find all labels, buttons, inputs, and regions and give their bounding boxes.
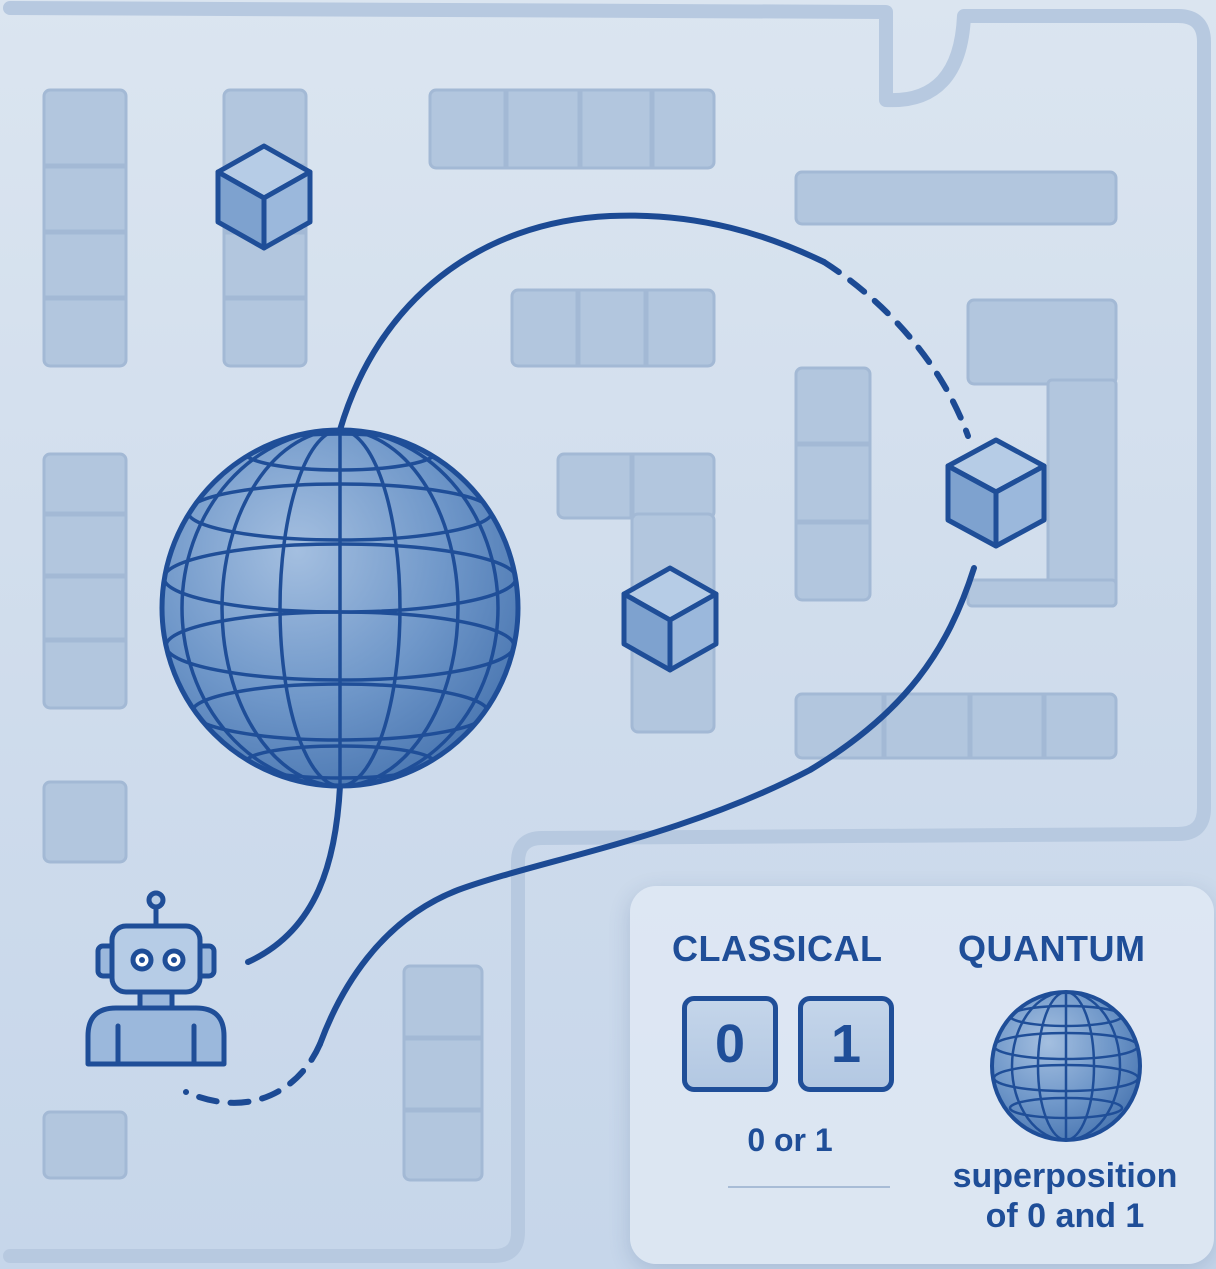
legend-divider	[728, 1186, 890, 1188]
path-dashed-to-robot	[183, 1041, 323, 1106]
path-cube-to-robot	[317, 565, 977, 1047]
maze-block-dividers	[44, 90, 1047, 1113]
path-sphere-to-cube	[337, 212, 827, 433]
classical-heading: CLASSICAL	[672, 928, 883, 969]
qubit-sphere-icon	[159, 427, 521, 789]
cube-icon	[215, 143, 313, 251]
quantum-caption: superposition of 0 and 1	[920, 1156, 1210, 1236]
robot-icon	[85, 890, 227, 1067]
cube-icon	[621, 565, 719, 673]
quantum-caption-line1: superposition	[952, 1157, 1178, 1195]
path-dashed-to-cube	[821, 259, 971, 439]
classical-caption: 0 or 1	[747, 1122, 833, 1158]
superposition-sphere-icon	[990, 990, 1142, 1142]
maze-walls	[3, 1, 1211, 1263]
path-robot-to-sphere	[245, 783, 343, 965]
quantum-caption-line2: of 0 and 1	[985, 1197, 1145, 1235]
bit-zero-box: 0	[682, 996, 778, 1092]
bit-one-box: 1	[798, 996, 894, 1092]
quantum-heading: QUANTUM	[958, 928, 1146, 969]
qubit-paths	[183, 212, 977, 1106]
cube-icon	[945, 437, 1047, 549]
